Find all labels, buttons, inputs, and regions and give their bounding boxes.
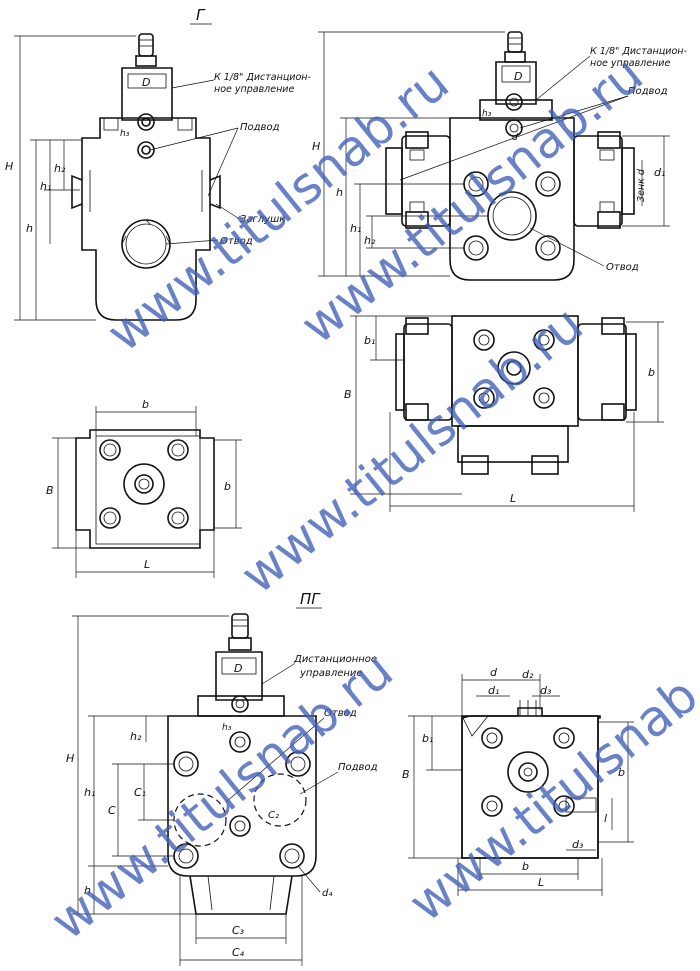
callout-remote-pg-1: Дистанционное xyxy=(293,654,377,665)
dim-C3-pg: C₃ xyxy=(232,924,245,937)
dim-D-r: D xyxy=(514,70,522,83)
dim-D-g: D xyxy=(142,76,150,89)
view-right-front: D H h h₁ h₂ d₁ xyxy=(312,31,687,281)
callout-remote-g-2: ное управление xyxy=(214,84,294,95)
dim-port-d-r: Зенк d xyxy=(636,168,647,202)
dim-D-pg: D xyxy=(234,662,242,675)
dim-C2-pg: C₂ xyxy=(268,810,279,821)
dim-b-pgp: b xyxy=(522,860,529,873)
dim-h2-g: h₂ xyxy=(54,162,66,175)
dim-d-pgp: d xyxy=(490,666,498,679)
dim-h1-pg: h₁ xyxy=(84,786,95,799)
dim-h-r: h xyxy=(336,186,343,199)
dim-b1-r: b₁ xyxy=(364,334,375,347)
dim-B-pgp: B xyxy=(402,768,410,781)
dim-b1-g: b xyxy=(224,480,231,493)
dim-C4-pg: C₄ xyxy=(232,946,245,959)
dim-H-g: H xyxy=(5,160,13,173)
callout-outlet-pg: Отвод xyxy=(324,708,357,719)
dim-L-r: L xyxy=(510,492,516,505)
callout-inlet-pg: Подвод xyxy=(338,762,378,773)
view-pg-plan: d d₁ d₂ d₃ B b₁ b l d₃ b L xyxy=(402,666,634,896)
dim-b-r: b xyxy=(648,366,655,379)
dim-d4-pg: d₄ xyxy=(322,888,332,899)
dim-d1-pgp: d₁ xyxy=(488,684,499,697)
callout-outlet-g: Отвод xyxy=(220,236,253,247)
dim-C1-pg: C₁ xyxy=(134,786,146,799)
dim-B-r: B xyxy=(344,388,352,401)
callout-remote-r-1: К 1/8" Дистанцион- xyxy=(590,46,687,57)
dim-d-r: d xyxy=(512,133,518,143)
view-pg-title: ПГ xyxy=(300,590,321,608)
view-g-plan: b B b L xyxy=(46,398,242,578)
dim-d3b-pgp: d₃ xyxy=(572,838,584,851)
dim-H-r: H xyxy=(312,140,320,153)
dim-d3-pgp: d₃ xyxy=(540,684,552,697)
callout-remote-r-2: ное управление xyxy=(590,58,670,69)
view-g-front: Г D H h h₁ h₂ xyxy=(5,6,311,321)
dim-h1-r: h₁ xyxy=(350,222,361,235)
dim-d2-pgp: d₂ xyxy=(522,668,534,681)
view-g-title: Г xyxy=(196,6,206,24)
dim-l-g: L xyxy=(144,558,150,571)
callout-remote-g-1: К 1/8" Дистанцион- xyxy=(214,72,311,83)
view-pg-front: ПГ D H h₁ h C C₁ xyxy=(66,590,378,966)
dim-L-pgp: L xyxy=(538,876,544,889)
dim-h3-g: h₃ xyxy=(120,129,130,139)
dim-h1-g: h₁ xyxy=(40,180,51,193)
view-right-plan: B b₁ b L xyxy=(344,315,664,512)
dim-h3-r: h₃ xyxy=(482,109,492,119)
dim-b1-pgp: b₁ xyxy=(422,732,433,745)
callout-remote-pg-2: управление xyxy=(299,668,363,679)
dim-h2-pg: h₂ xyxy=(130,730,142,743)
callout-inlet-g: Подвод xyxy=(240,122,280,133)
dim-h3-pg: h₃ xyxy=(222,723,232,733)
dim-h-pg: h xyxy=(84,884,91,897)
dim-l-pgp: l xyxy=(604,812,607,825)
dim-d1-r: d₁ xyxy=(654,166,665,179)
dim-C-pg: C xyxy=(108,804,116,817)
callout-inlet-r: Подвод xyxy=(628,86,668,97)
dim-H-pg: H xyxy=(66,752,74,765)
dim-h2-r: h₂ xyxy=(364,234,376,247)
dim-b-pgp-v: b xyxy=(618,766,625,779)
dim-B-g: B xyxy=(46,484,54,497)
callout-plug-g: Заглушк xyxy=(240,214,285,225)
callout-outlet-r: Отвод xyxy=(606,262,639,273)
dim-h-g: h xyxy=(26,222,33,235)
dim-b-g: b xyxy=(142,398,149,411)
